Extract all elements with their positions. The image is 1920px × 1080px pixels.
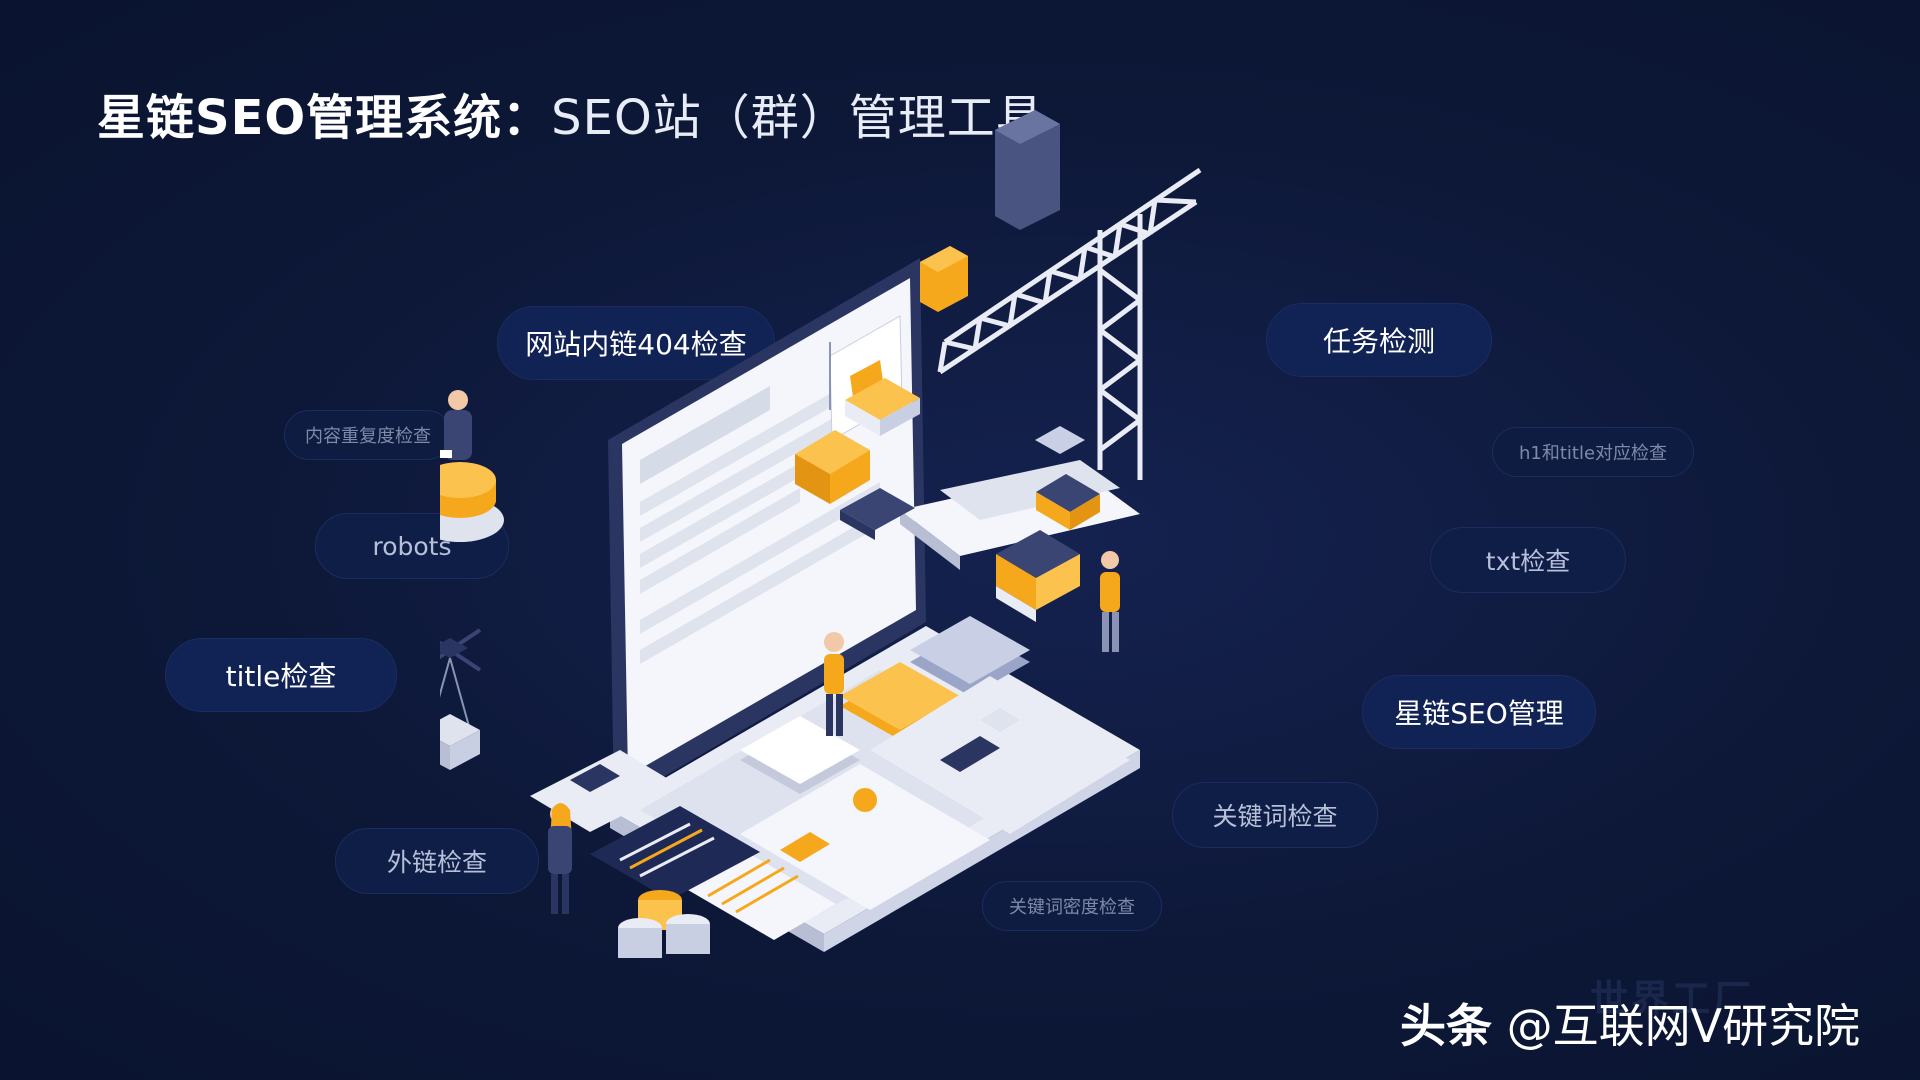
title-sub: SEO站（群）管理工具 [551, 90, 1045, 146]
person-right [1100, 551, 1120, 652]
person-laptop-center [824, 632, 844, 736]
person-bottom-left [548, 803, 572, 914]
hanging-blocks [795, 378, 1100, 540]
tag-content-dup: 内容重复度检查 [284, 410, 452, 460]
footer-credit: 头条 @互联网V研究院 [1400, 990, 1860, 1056]
tag-txt: txt检查 [1430, 527, 1626, 593]
tag-keyword: 关键词检查 [1172, 782, 1378, 848]
person-sitting-coins [440, 390, 504, 542]
isometric-illustration [440, 110, 1202, 958]
watermark: 世界工厂 [1590, 977, 1755, 1021]
crane-cab [920, 246, 968, 312]
page-title: 星链SEO管理系统：SEO站（群）管理工具 [97, 78, 1045, 148]
server-stack [996, 530, 1080, 622]
barrels [618, 890, 710, 958]
crane-tower [937, 167, 1202, 480]
title-main: 星链SEO管理系统： [97, 90, 552, 146]
tag-h1-title: h1和title对应检查 [1492, 427, 1694, 477]
document-cards [688, 676, 1130, 940]
tag-keyword-density: 关键词密度检查 [982, 881, 1162, 931]
footer-account: @互联网V研究院 [1506, 999, 1861, 1053]
tag-external: 外链检查 [335, 828, 539, 894]
crane-counterweight [995, 110, 1060, 230]
drone [440, 628, 482, 770]
tag-xinglian: 星链SEO管理 [1362, 675, 1596, 749]
tag-internal-404: 网站内链404检查 [497, 306, 775, 380]
tag-task-detect: 任务检测 [1266, 303, 1492, 377]
footer-brand: 头条 [1400, 999, 1492, 1053]
tag-title-check: title检查 [165, 638, 397, 712]
